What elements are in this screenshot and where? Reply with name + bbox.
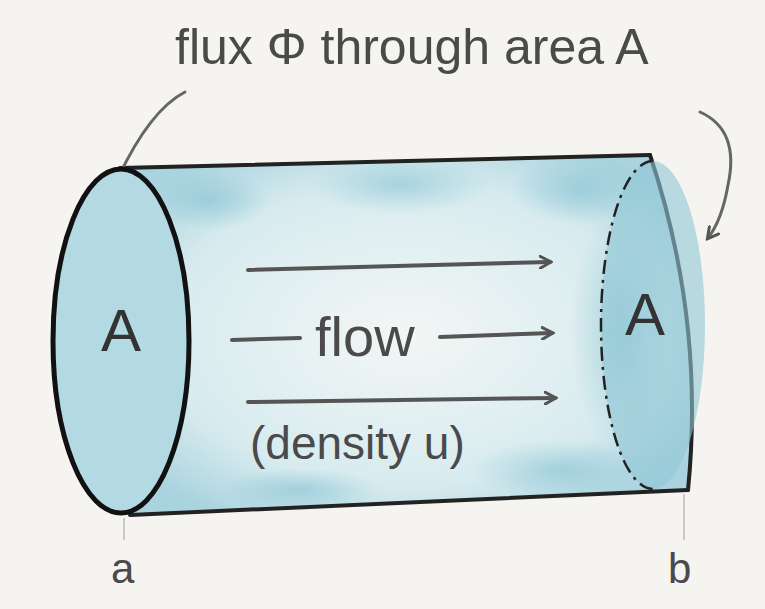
colour-blots (150, 155, 670, 512)
flow-arrow (440, 333, 552, 337)
flow-label: flow (315, 309, 415, 365)
tick (123, 518, 125, 540)
area-label: A (625, 285, 665, 345)
flux-callout: flux Φ through area A (175, 22, 649, 72)
flow-arrow (232, 338, 300, 340)
end-label: b (668, 548, 691, 590)
leader-arrow (700, 112, 731, 238)
flow-arrow (248, 262, 550, 270)
leader-line (118, 92, 185, 178)
end-cap-ellipse: A (598, 158, 708, 492)
flow-arrow (248, 398, 555, 402)
tick (683, 494, 685, 540)
end-cap-ellipse: A (50, 166, 192, 516)
end-label: a (111, 548, 134, 590)
area-label: A (101, 301, 141, 361)
density-label: (density u) (250, 420, 465, 466)
